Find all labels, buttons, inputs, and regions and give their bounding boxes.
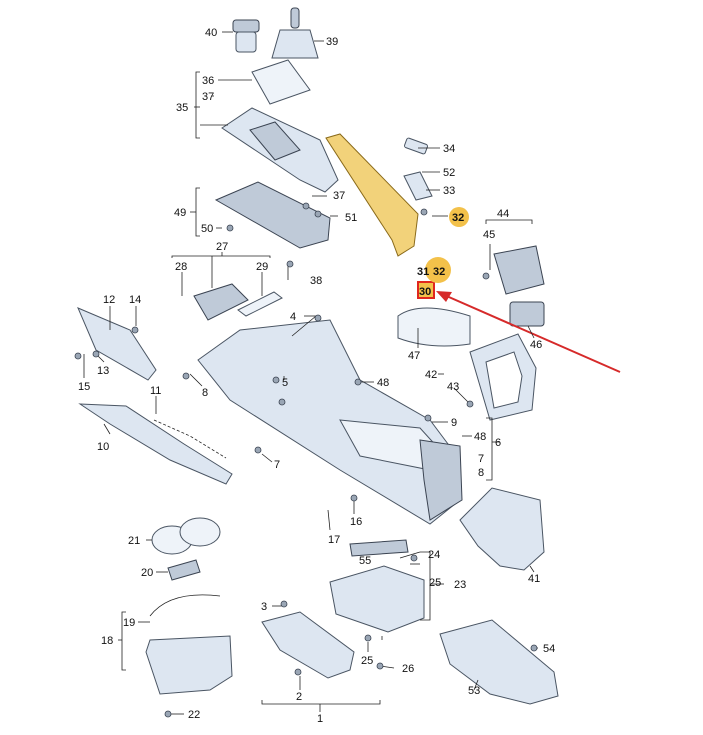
callout-25a: 25 (429, 577, 441, 589)
part-53-lower-mount (439, 619, 559, 705)
callout-37a: 37 (202, 91, 214, 103)
callout-49: 49 (174, 207, 186, 219)
callout-9: 9 (451, 417, 457, 429)
watermark-text: Rimas ebay (313, 21, 376, 35)
main-console-body (197, 319, 463, 525)
part-19-cable-loop (149, 594, 221, 617)
highlight-circle-3132 (425, 257, 451, 283)
callout-22: 22 (188, 709, 200, 721)
callout-25b: 25 (361, 655, 373, 667)
callout-8: 8 (202, 387, 208, 399)
callout-3: 3 (261, 601, 267, 613)
callout-8b: 8 (478, 467, 484, 479)
callout-4: 4 (290, 311, 296, 323)
callout-13: 13 (97, 365, 109, 377)
part-40-cup-insert (232, 19, 260, 53)
callout-28: 28 (175, 261, 187, 273)
callout-44: 44 (497, 208, 509, 220)
leader-lines (83, 31, 538, 715)
part-11-cable (153, 419, 227, 459)
highlight-box-30 (417, 281, 435, 299)
callout-47: 47 (408, 350, 420, 362)
callout-10: 10 (97, 441, 109, 453)
callout-2: 2 (296, 691, 302, 703)
part-23-storage-box (329, 539, 425, 633)
callout-36: 36 (202, 75, 214, 87)
callout-24: 24 (428, 549, 440, 561)
part-10-side-trim-strip (78, 403, 233, 485)
part-49-lower-frame (214, 181, 331, 249)
callout-35: 35 (176, 102, 188, 114)
part-21-cup-mat (151, 517, 221, 555)
part-18-cup-holder (145, 635, 233, 695)
part-12-side-panel-left (77, 307, 157, 381)
callout-42: 42 (425, 369, 437, 381)
part-27-switch-panel (193, 283, 283, 321)
callout-32b: 32 (433, 266, 445, 278)
part-35-shift-console (221, 107, 339, 193)
callout-34: 34 (443, 143, 455, 155)
part-20-insert (167, 559, 201, 581)
callout-14: 14 (129, 294, 141, 306)
callout-27: 27 (216, 241, 228, 253)
callout-30: 30 (419, 286, 431, 298)
part-47-armrest-lid (397, 307, 471, 347)
callout-55: 55 (359, 555, 371, 567)
red-arrow (436, 291, 621, 373)
callout-20: 20 (141, 567, 153, 579)
callout-19: 19 (123, 617, 135, 629)
fasteners (74, 202, 538, 718)
callout-32a: 32 (452, 212, 464, 224)
callout-labels: 40 39 36 35 37 37 51 49 50 27 28 29 38 4… (78, 27, 555, 725)
callout-43: 43 (447, 381, 459, 393)
callout-54: 54 (543, 643, 555, 655)
callout-31: 31 (417, 266, 429, 278)
callout-21: 21 (128, 535, 140, 547)
callout-40: 40 (205, 27, 217, 39)
callout-1: 1 (317, 713, 323, 725)
callout-12: 12 (103, 294, 115, 306)
callout-18: 18 (101, 635, 113, 647)
callout-5: 5 (282, 377, 288, 389)
callout-6: 6 (495, 437, 501, 449)
callout-51: 51 (345, 212, 357, 224)
part-41-support-bracket (459, 487, 545, 571)
callout-15: 15 (78, 381, 90, 393)
callout-50: 50 (201, 223, 213, 235)
callout-7b: 7 (478, 453, 484, 465)
part-36-trim-frame (251, 59, 311, 105)
part-42-rear-trim (469, 333, 537, 421)
part-34-clip (404, 137, 428, 155)
callout-53: 53 (468, 685, 480, 697)
part-39-shift-boot (271, 7, 319, 59)
part-highlighted-trim-strip (325, 133, 419, 257)
part-44-usb-module (493, 245, 545, 295)
callout-45: 45 (483, 229, 495, 241)
callout-17: 17 (328, 534, 340, 546)
callout-26: 26 (402, 663, 414, 675)
callout-41: 41 (528, 573, 540, 585)
callout-7: 7 (274, 459, 280, 471)
callout-16: 16 (350, 516, 362, 528)
callout-11: 11 (150, 385, 161, 397)
callout-46: 46 (530, 339, 542, 351)
callout-48a: 48 (377, 377, 389, 389)
highlight-circle-32a (449, 207, 469, 227)
callout-52: 52 (443, 167, 455, 179)
callout-29: 29 (256, 261, 268, 273)
part-1-bottom-tray (261, 611, 355, 679)
callout-23: 23 (454, 579, 466, 591)
callout-39: 39 (326, 36, 338, 48)
callout-48: 48 (474, 431, 486, 443)
callout-33: 33 (443, 185, 455, 197)
part-33-bracket (403, 171, 433, 201)
part-46-usb-socket (509, 301, 545, 327)
callout-38: 38 (310, 275, 322, 287)
callout-37b: 37 (333, 190, 345, 202)
